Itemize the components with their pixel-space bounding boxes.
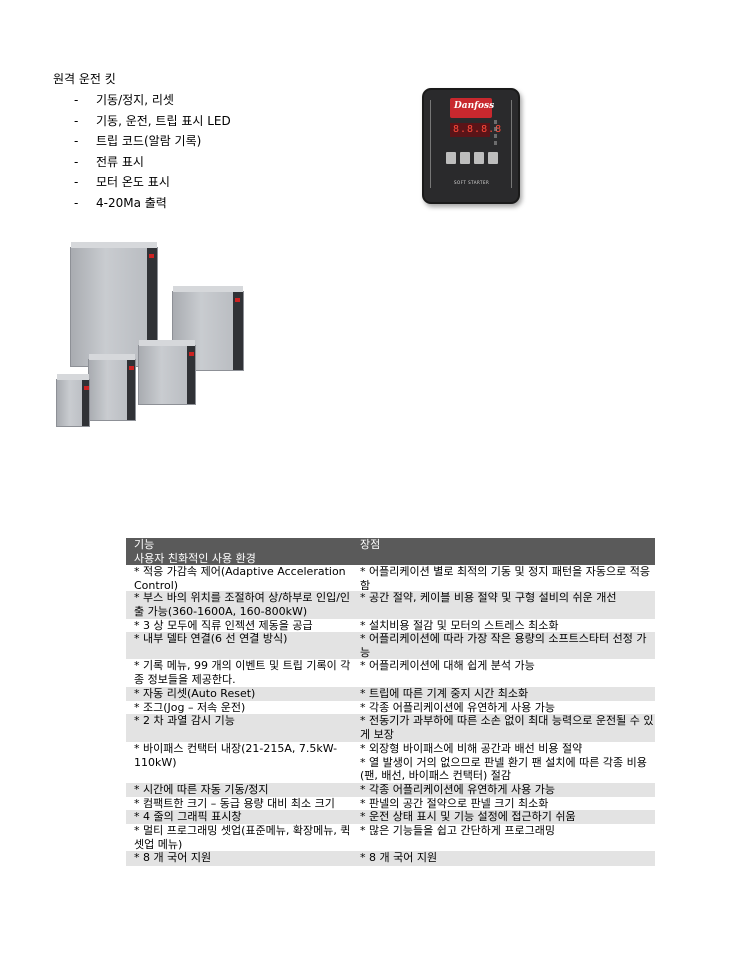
brand-logo-text: Danfoss [454, 101, 495, 111]
list-item: - 기동/정지, 리셋 [74, 90, 231, 111]
benefit-cell: * 운전 상태 표시 및 기능 설정에 접근하기 쉬움 [360, 810, 576, 823]
panel-label: SOFT STARTER [454, 180, 490, 185]
list-item-text: 4-20Ma 출력 [96, 195, 167, 210]
bullet-dash: - [74, 175, 79, 189]
table-row: * 4 줄의 그래픽 표시창 * 운전 상태 표시 및 기능 설정에 접근하기 쉬… [126, 810, 655, 824]
table-row: * 3 상 모두에 직류 인젝션 제동을 공급 * 설치비용 절감 및 모터의 스… [126, 619, 655, 632]
table-row: * 부스 바의 위치를 조절하여 상/하부로 인입/인출 가능(360-1600… [126, 591, 655, 619]
small-unit [138, 340, 196, 405]
benefit-cell: * 어플리케이션에 따라 가장 작은 용량의 소프트스타터 선정 가능 [360, 632, 647, 659]
brand-logo: Danfoss [450, 98, 495, 118]
benefit-cell: * 어플리케이션에 대해 쉽게 분석 가능 [360, 659, 535, 672]
benefit-cell: * 판넬의 공간 절약으로 판넬 크기 최소화 [360, 797, 549, 810]
panel-button [474, 152, 484, 164]
panel-rail [430, 100, 431, 188]
panel-button [488, 152, 498, 164]
table-row: * 기록 메뉴, 99 개의 이벤트 및 트립 기록이 각종 정보들을 제공한다… [126, 659, 655, 687]
tiny-unit [56, 374, 90, 427]
list-item: - 기동, 운전, 트립 표시 LED [74, 111, 231, 132]
benefit-cell: * 전동기가 과부하에 따른 소손 없이 최대 능력으로 운전될 수 있게 보장 [360, 714, 654, 741]
table-row: * 2 차 과열 감시 기능 * 전동기가 과부하에 따른 소손 없이 최대 능력… [126, 714, 655, 742]
feature-cell: * 컴팩트한 크기 – 동급 용량 대비 최소 크기 [134, 797, 335, 810]
benefit-cell: * 8 개 국어 지원 [360, 851, 438, 864]
list-item-text: 전류 표시 [96, 154, 144, 169]
bullet-dash: - [74, 134, 79, 148]
benefit-cell: * 외장형 바이패스에 비해 공간과 배선 비용 절약 * 열 발생이 거의 없… [360, 742, 647, 782]
list-item-text: 기동/정지, 리셋 [96, 93, 174, 107]
list-item: - 트립 코드(알람 기록) [74, 131, 231, 152]
feature-cell: * 내부 델타 연결(6 선 연결 방식) [134, 632, 288, 645]
table-row: * 자동 리셋(Auto Reset) * 트립에 따른 기계 중지 시간 최소화 [126, 687, 655, 701]
list-item: - 모터 온도 표시 [74, 172, 231, 193]
table-row: * 8 개 국어 지원 * 8 개 국어 지원 [126, 851, 655, 866]
feature-cell: * 기록 메뉴, 99 개의 이벤트 및 트립 기록이 각종 정보들을 제공한다… [134, 659, 351, 686]
feature-cell: * 적응 가감속 제어(Adaptive Acceleration Contro… [134, 565, 346, 592]
feature-cell: * 자동 리셋(Auto Reset) [134, 687, 256, 700]
panel-rail [511, 100, 512, 188]
header-feature: 기능 사용자 친화적인 사용 환경 [126, 538, 356, 565]
feature-cell: * 8 개 국어 지원 [134, 851, 212, 864]
small-unit [88, 354, 136, 421]
feature-cell: * 2 차 과열 감시 기능 [134, 714, 235, 727]
list-item-text: 기동, 운전, 트립 표시 LED [96, 113, 231, 128]
remote-control-panel-photo: Danfoss 8.8.8.8 SOFT STARTER [422, 88, 520, 204]
bullet-dash: - [74, 113, 79, 128]
list-item: - 4-20Ma 출력 [74, 193, 231, 214]
feature-cell: * 4 줄의 그래픽 표시창 [134, 810, 242, 823]
table-header: 기능 사용자 친화적인 사용 환경 장점 [126, 538, 655, 565]
soft-starter-product-family-photo [52, 235, 248, 430]
panel-button [446, 152, 456, 164]
panel-button [460, 152, 470, 164]
table-row: * 바이패스 컨택터 내장(21-215A, 7.5kW-110kW) * 외장형… [126, 742, 655, 783]
benefit-cell: * 각종 어플리케이션에 유연하게 사용 가능 [360, 783, 556, 796]
bullet-dash: - [74, 195, 79, 210]
list-item: - 전류 표시 [74, 152, 231, 173]
benefit-cell: * 설치비용 절감 및 모터의 스트레스 최소화 [360, 619, 559, 632]
benefit-cell: * 각종 어플리케이션에 유연하게 사용 가능 [360, 701, 556, 714]
table-row: * 시간에 따른 자동 기동/정지 * 각종 어플리케이션에 유연하게 사용 가능 [126, 783, 655, 797]
benefit-cell: * 어플리케이션 별로 최적의 기동 및 정지 패턴을 자동으로 적응함 [360, 565, 650, 592]
feature-cell: * 멀티 프로그래밍 셋업(표준메뉴, 확장메뉴, 퀵셋업 메뉴) [134, 824, 351, 851]
remote-kit-feature-list: - 기동/정지, 리셋 - 기동, 운전, 트립 표시 LED - 트립 코드(알람 … [74, 90, 231, 213]
benefit-cell: * 트립에 따른 기계 중지 시간 최소화 [360, 687, 529, 700]
table-row: * 내부 델타 연결(6 선 연결 방식) * 어플리케이션에 따라 가장 작은 … [126, 632, 655, 659]
list-item-text: 모터 온도 표시 [96, 175, 170, 189]
status-leds [494, 120, 511, 148]
feature-cell: * 3 상 모두에 직류 인젝션 제동을 공급 [134, 619, 313, 632]
benefit-cell: * 공간 절약, 케이블 비용 절약 및 구형 설비의 쉬운 개선 [360, 591, 617, 604]
led-display: 8.8.8.8 [450, 123, 501, 137]
table-row: * 컴팩트한 크기 – 동급 용량 대비 최소 크기 * 판넬의 공간 절약으로 … [126, 797, 655, 810]
remote-kit-title: 원격 운전 킷 [53, 72, 116, 86]
led-display-text: 8.8.8.8 [453, 124, 503, 135]
table-row: * 적응 가감속 제어(Adaptive Acceleration Contro… [126, 565, 655, 592]
header-feature-sublabel: 사용자 친화적인 사용 환경 [134, 551, 256, 565]
list-item-text: 트립 코드(알람 기록) [96, 134, 202, 148]
feature-benefit-table: 기능 사용자 친화적인 사용 환경 장점 * 적응 가감속 제어(Adaptiv… [126, 538, 655, 866]
feature-cell: * 시간에 따른 자동 기동/정지 [134, 783, 269, 796]
table-row: * 조그(Jog – 저속 운전) * 각종 어플리케이션에 유연하게 사용 가능 [126, 701, 655, 714]
header-feature-label: 기능 [134, 538, 155, 551]
feature-cell: * 부스 바의 위치를 조절하여 상/하부로 인입/인출 가능(360-1600… [134, 591, 351, 618]
bullet-dash: - [74, 154, 79, 169]
header-benefit: 장점 [360, 538, 381, 551]
benefit-cell: * 많은 기능들을 쉽고 간단하게 프로그래밍 [360, 824, 556, 837]
feature-cell: * 조그(Jog – 저속 운전) [134, 701, 246, 714]
bullet-dash: - [74, 93, 79, 107]
table-row: * 멀티 프로그래밍 셋업(표준메뉴, 확장메뉴, 퀵셋업 메뉴) * 많은 기능… [126, 824, 655, 851]
feature-cell: * 바이패스 컨택터 내장(21-215A, 7.5kW-110kW) [134, 742, 338, 769]
